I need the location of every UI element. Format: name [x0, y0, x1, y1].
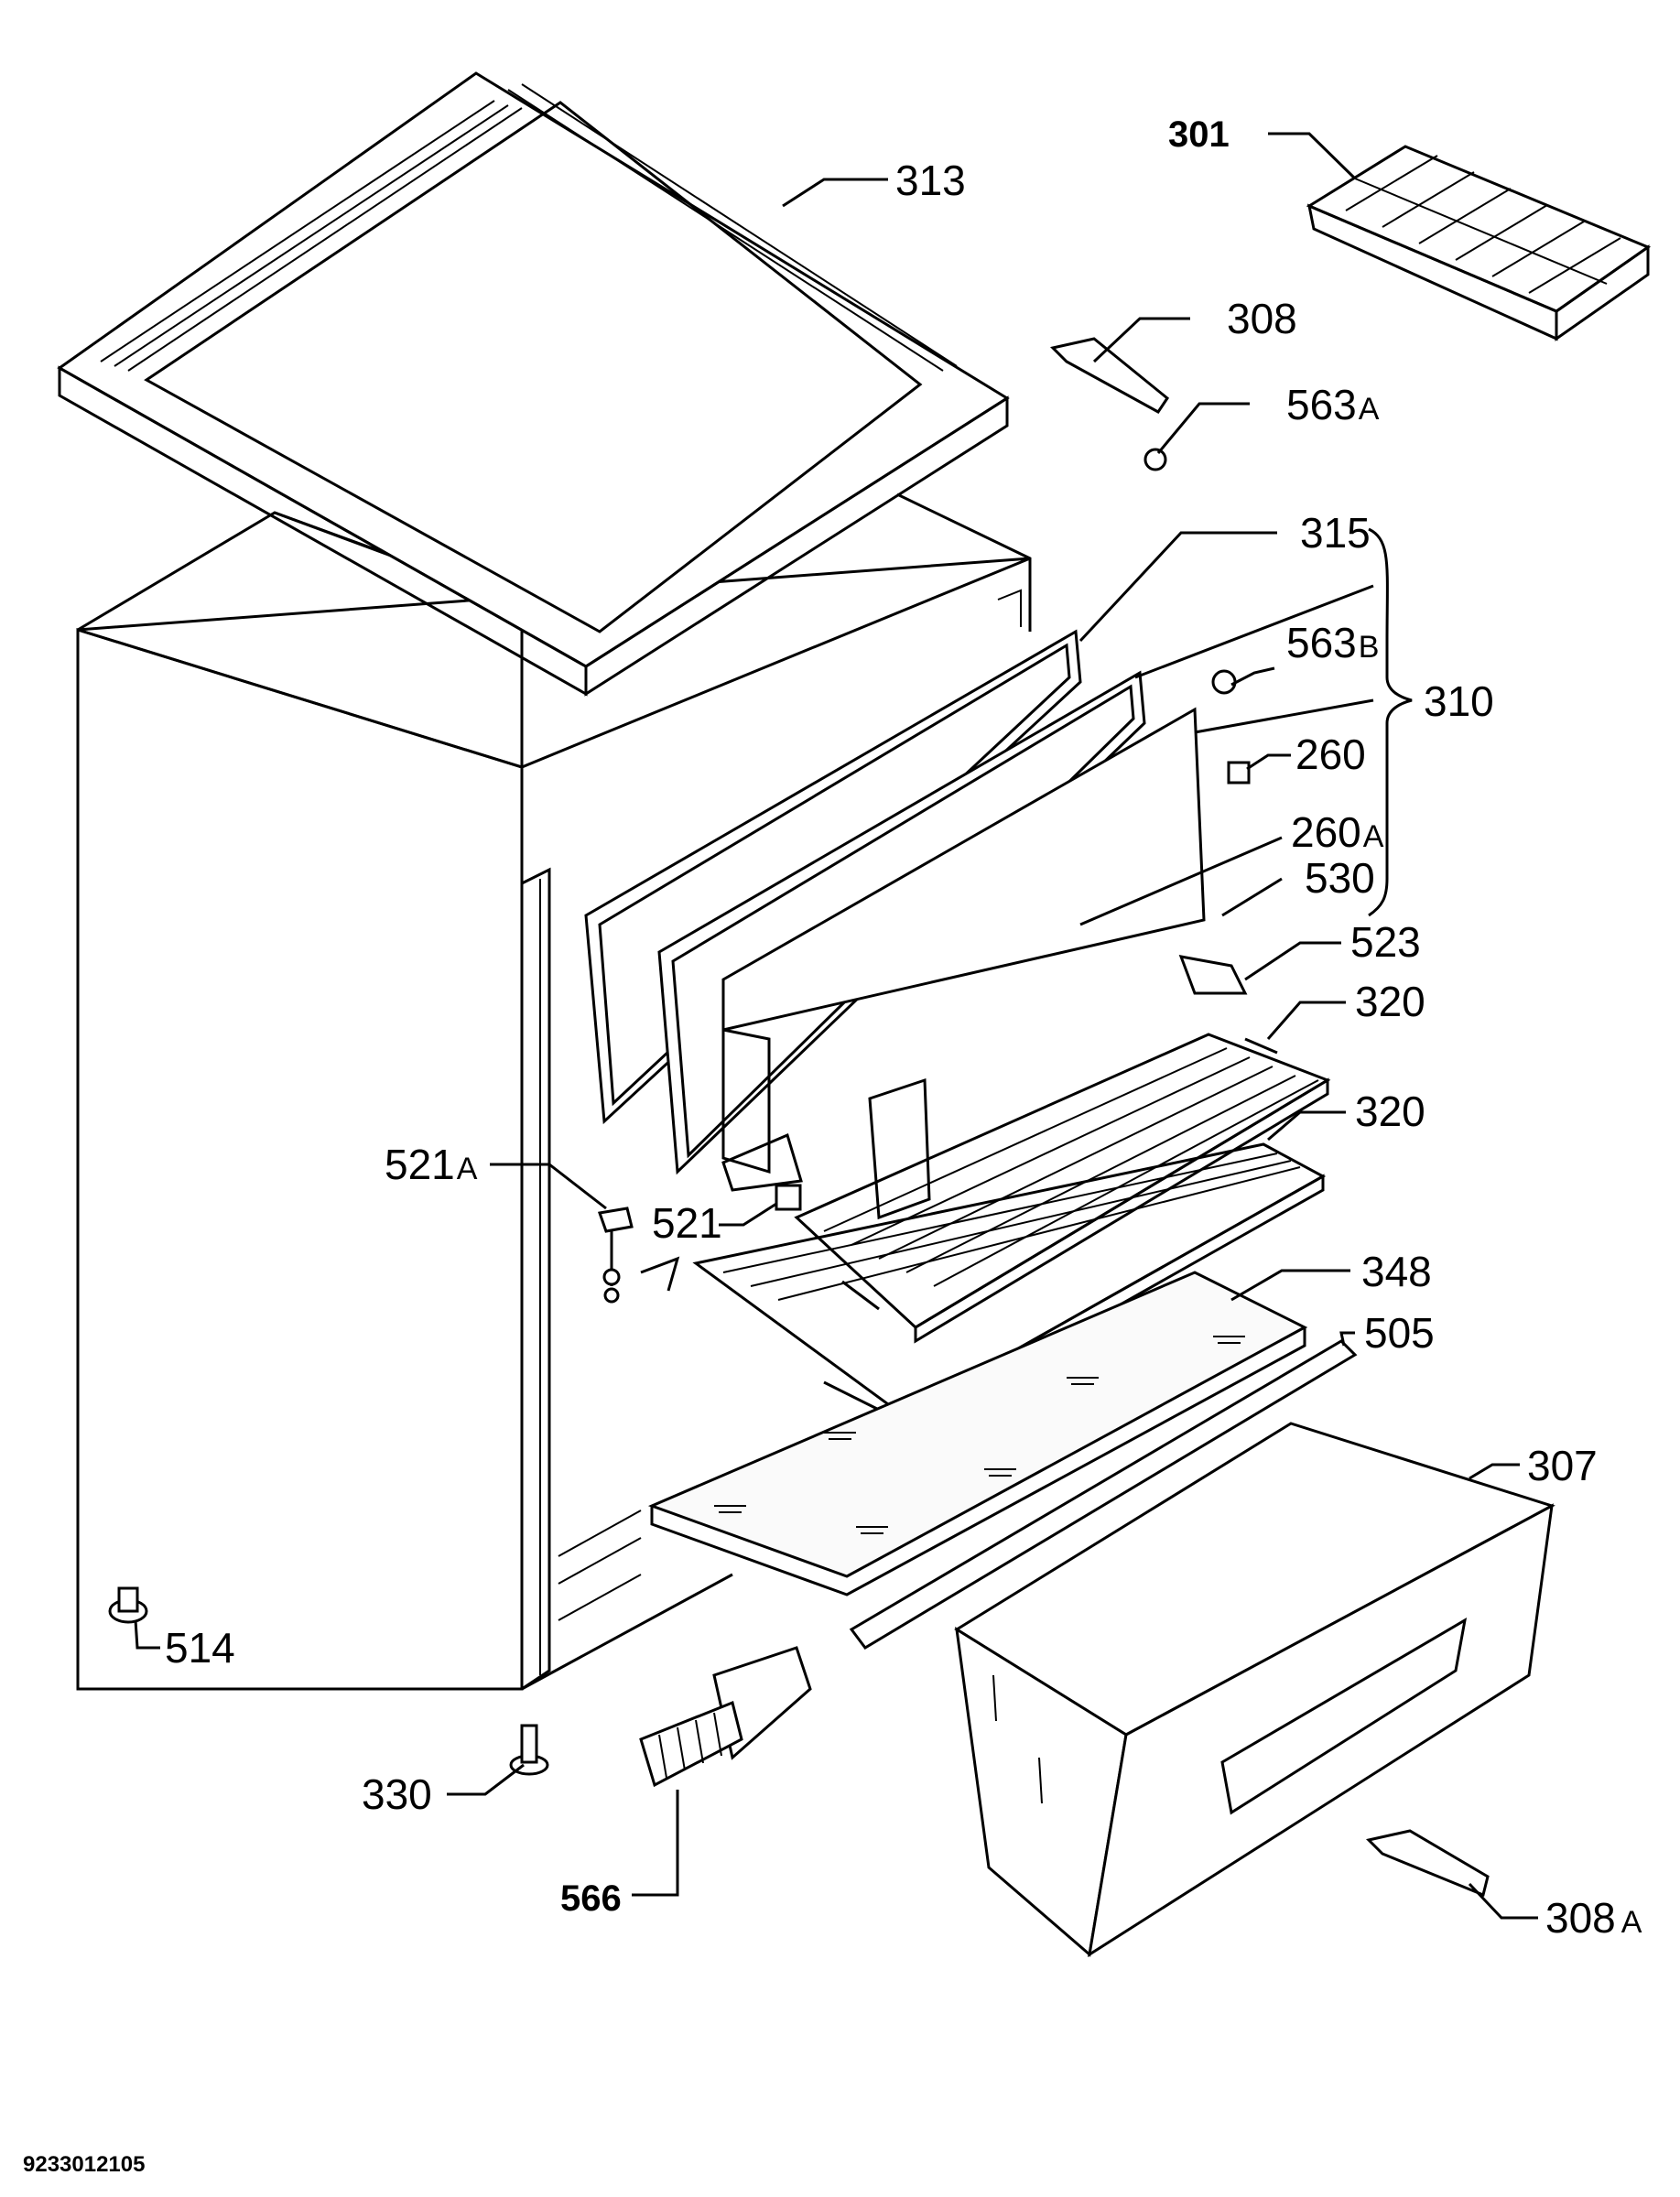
- label-307: 307: [1527, 1442, 1598, 1489]
- small-parts: [108, 337, 1490, 1898]
- ice-tray: [1306, 145, 1652, 341]
- leader-lines: [134, 132, 1538, 1920]
- freezer-flap: [721, 707, 1206, 1220]
- label-514: 514: [165, 1624, 235, 1672]
- part-labels: 301 313 308 563A 315 563B 310 260 260A 5…: [165, 114, 1642, 1942]
- label-260a: 260A: [1291, 808, 1384, 856]
- ice-scraper: [639, 1646, 812, 1788]
- label-313: 313: [895, 157, 966, 204]
- drawing-code: 9233012105: [23, 2152, 145, 2177]
- glass-shelf-trim: [849, 1339, 1358, 1650]
- label-308: 308: [1227, 295, 1297, 342]
- label-348: 348: [1361, 1248, 1432, 1295]
- label-330: 330: [362, 1770, 432, 1818]
- label-320-lower: 320: [1355, 1088, 1425, 1135]
- crisper-drawer: [954, 1422, 1555, 1958]
- cabinet-body: [76, 492, 1032, 1691]
- wire-shelf-upper: [794, 1033, 1331, 1344]
- label-521: 521: [652, 1199, 722, 1247]
- label-505: 505: [1364, 1309, 1435, 1357]
- top-cover: [57, 71, 1010, 697]
- group-brace-310: [1368, 527, 1413, 917]
- glass-shelf: [647, 1271, 1308, 1596]
- label-563b: 563B: [1286, 619, 1379, 666]
- label-521a: 521A: [385, 1141, 478, 1188]
- label-315: 315: [1300, 509, 1371, 557]
- label-310: 310: [1424, 677, 1494, 725]
- label-563a: 563A: [1286, 381, 1380, 428]
- label-320-upper: 320: [1355, 978, 1425, 1025]
- label-566: 566: [560, 1878, 622, 1919]
- label-523: 523: [1350, 918, 1421, 966]
- label-260: 260: [1295, 731, 1366, 778]
- label-530: 530: [1305, 854, 1375, 902]
- label-301: 301: [1168, 114, 1230, 155]
